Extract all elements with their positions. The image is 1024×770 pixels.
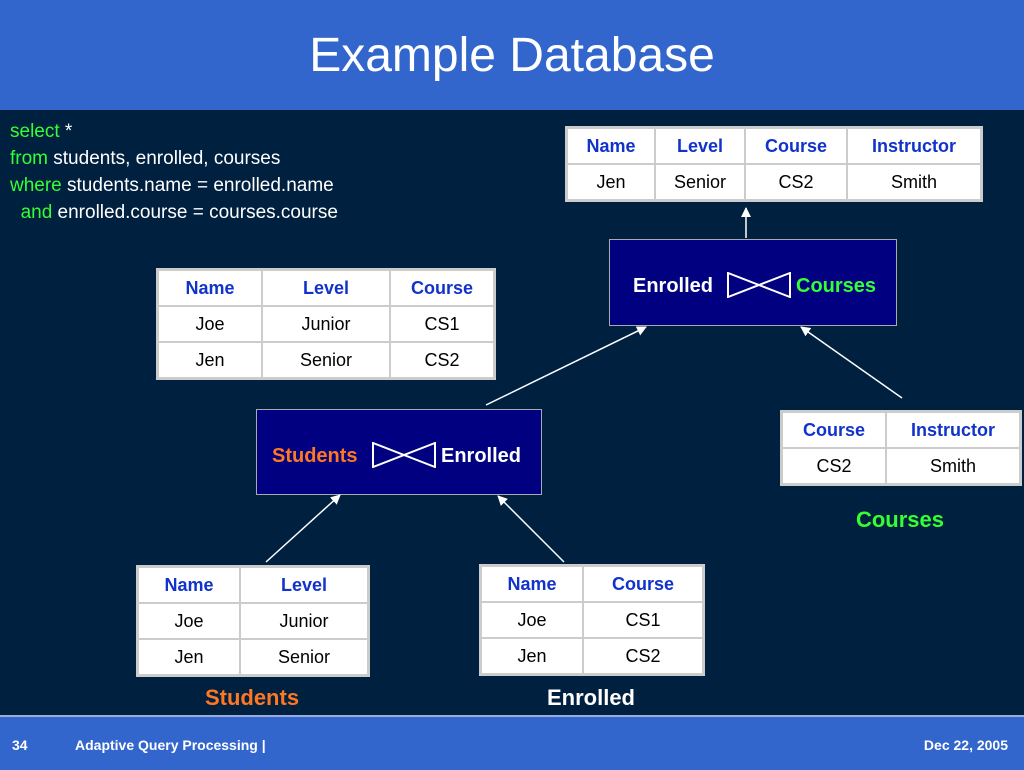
table-cell: Joe xyxy=(479,601,584,639)
table-cell: Jen xyxy=(136,638,241,677)
from-keyword: from xyxy=(10,148,48,169)
join-operator-enrolled-courses: Enrolled Courses xyxy=(609,239,897,326)
table-cell: Smith xyxy=(846,163,983,202)
join-right-label: Courses xyxy=(796,275,877,297)
table-cell: CS2 xyxy=(389,341,496,380)
table-cell: Joe xyxy=(156,305,263,343)
column-header: Name xyxy=(565,126,656,165)
where-keyword: where xyxy=(10,175,62,196)
table-row: Joe CS1 xyxy=(479,601,705,639)
sql-query: select * from students, enrolled, course… xyxy=(10,118,338,226)
column-header: Level xyxy=(654,126,746,165)
column-header: Instructor xyxy=(846,126,983,165)
arrow-join-to-top-join xyxy=(485,326,647,406)
and-clause: enrolled.course = courses.course xyxy=(52,202,338,223)
courses-table: Course Instructor CS2 Smith xyxy=(780,410,1022,486)
result-table: Name Level Course Instructor Jen Senior … xyxy=(565,126,983,202)
title-bar xyxy=(0,0,1024,110)
column-header: Name xyxy=(479,564,584,603)
column-header: Course xyxy=(389,268,496,307)
from-clause: students, enrolled, courses xyxy=(48,148,281,169)
table-cell: Joe xyxy=(136,602,241,640)
courses-caption: Courses xyxy=(855,507,945,532)
slide-footer: 34 Adaptive Query Processing | Dec 22, 2… xyxy=(0,715,1024,770)
column-header: Course xyxy=(780,410,887,449)
table-cell: CS2 xyxy=(780,447,887,486)
table-cell: Senior xyxy=(261,341,391,380)
students-table: Name Level Joe Junior Jen Senior xyxy=(136,565,370,677)
page-number: 34 xyxy=(12,737,28,753)
column-header: Course xyxy=(582,564,705,603)
table-cell: CS2 xyxy=(582,637,705,676)
table-row: Jen Senior CS2 xyxy=(156,341,496,380)
join-right-label: Enrolled xyxy=(441,445,522,467)
table-cell: Senior xyxy=(654,163,746,202)
table-cell: CS2 xyxy=(744,163,848,202)
column-header: Instructor xyxy=(885,410,1022,449)
table-row: Jen Senior CS2 Smith xyxy=(565,163,983,202)
column-header: Level xyxy=(261,268,391,307)
table-header-row: Name Level xyxy=(136,565,370,604)
enrolled-table: Name Course Joe CS1 Jen CS2 xyxy=(479,564,705,676)
table-cell: CS1 xyxy=(389,305,496,343)
select-keyword: select xyxy=(10,121,60,142)
table-row: Joe Junior CS1 xyxy=(156,305,496,343)
arrow-courses-to-top-join xyxy=(800,326,903,399)
table-row: CS2 Smith xyxy=(780,447,1022,486)
table-header-row: Course Instructor xyxy=(780,410,1022,449)
and-keyword: and xyxy=(20,202,53,223)
select-clause: * xyxy=(59,121,73,142)
join-left-label: Enrolled xyxy=(633,275,714,297)
table-cell: CS1 xyxy=(582,601,705,639)
table-cell: Senior xyxy=(239,638,370,677)
arrow-students-to-join xyxy=(265,494,341,563)
footer-date: Dec 22, 2005 xyxy=(923,737,1008,753)
table-cell: Junior xyxy=(239,602,370,640)
join-bowtie-icon xyxy=(372,442,436,468)
arrow-enrolled-to-join xyxy=(497,495,565,563)
slide-title: Example Database xyxy=(309,29,715,82)
table-cell: Smith xyxy=(885,447,1022,486)
join-bowtie-icon xyxy=(727,272,791,298)
where-clause: students.name = enrolled.name xyxy=(61,175,334,196)
table-cell: Jen xyxy=(565,163,656,202)
table-cell: Junior xyxy=(261,305,391,343)
table-header-row: Name Level Course Instructor xyxy=(565,126,983,165)
table-row: Joe Junior xyxy=(136,602,370,640)
intermediate-table: Name Level Course Joe Junior CS1 Jen Sen… xyxy=(156,268,496,380)
column-header: Course xyxy=(744,126,848,165)
footer-title: Adaptive Query Processing | xyxy=(75,737,266,753)
table-header-row: Name Course xyxy=(479,564,705,603)
table-cell: Jen xyxy=(479,637,584,676)
table-cell: Jen xyxy=(156,341,263,380)
students-caption: Students xyxy=(204,685,300,710)
column-header: Level xyxy=(239,565,370,604)
table-header-row: Name Level Course xyxy=(156,268,496,307)
enrolled-caption: Enrolled xyxy=(546,685,635,710)
table-row: Jen Senior xyxy=(136,638,370,677)
column-header: Name xyxy=(136,565,241,604)
join-left-label: Students xyxy=(272,445,358,467)
column-header: Name xyxy=(156,268,263,307)
table-row: Jen CS2 xyxy=(479,637,705,676)
join-operator-students-enrolled: Students Enrolled xyxy=(256,409,542,495)
